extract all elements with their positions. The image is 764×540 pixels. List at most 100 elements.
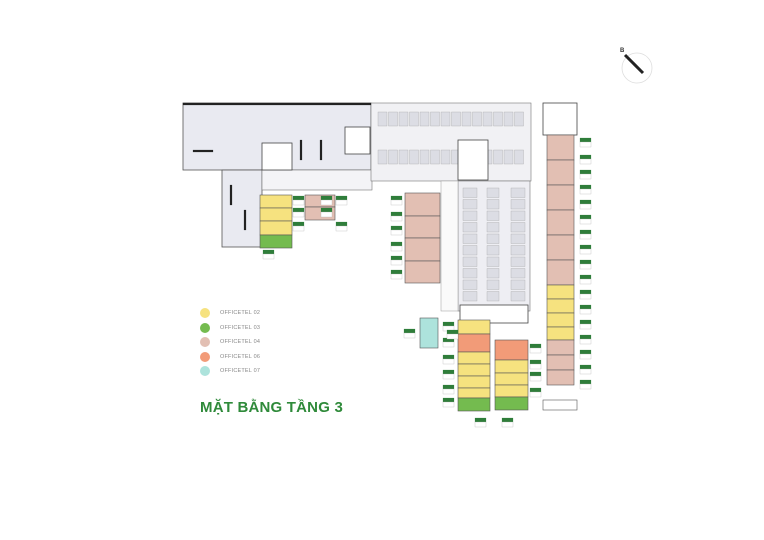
legend-item: OFFICETEL 04 <box>200 335 260 350</box>
unit-y <box>259 220 293 236</box>
unit-tag-box <box>292 199 305 206</box>
unit-tag <box>442 384 455 390</box>
unit-tag <box>579 229 592 235</box>
parking-stall <box>388 111 398 127</box>
unit-tag <box>390 195 403 201</box>
legend-label: OFFICETEL 03 <box>220 324 261 331</box>
unit-tag-box <box>474 421 487 428</box>
unit-tag <box>579 289 592 295</box>
legend-item: OFFICETEL 06 <box>200 350 260 365</box>
parking-stall <box>462 268 478 279</box>
parking-stall <box>398 111 409 127</box>
unit-tag <box>320 195 333 201</box>
unit-tag-box <box>579 141 592 148</box>
parking-stall <box>510 199 526 210</box>
parking-stall <box>510 279 526 290</box>
unit-tag-box <box>529 347 542 354</box>
unit-y <box>457 363 491 377</box>
unit-tag-box <box>579 338 592 345</box>
unit-g <box>457 397 491 412</box>
unit-tag-box <box>442 341 455 348</box>
unit-tag <box>442 354 455 360</box>
unit-y <box>546 326 575 341</box>
unit-tag <box>262 249 275 255</box>
unit-tag <box>442 321 455 327</box>
unit-tag-box <box>292 225 305 232</box>
unit-y <box>457 319 491 335</box>
parking-stall <box>514 149 524 165</box>
parking-stall <box>482 111 493 127</box>
unit-tag-box <box>579 353 592 360</box>
unit-tag-box <box>579 248 592 255</box>
parking-stall <box>462 291 478 302</box>
unit-tag-box <box>442 373 455 380</box>
unit-g <box>259 234 293 249</box>
compass-icon <box>621 52 653 84</box>
unit-tag-box <box>579 323 592 330</box>
parking-stall <box>451 111 461 127</box>
parking-stall <box>461 111 472 127</box>
unit-g <box>494 396 529 411</box>
unit-tag-box <box>390 245 403 252</box>
page-title: MẶT BẰNG TẦNG 3 <box>200 399 343 416</box>
unit-tag <box>403 328 416 334</box>
compass-label: B <box>620 48 625 54</box>
unit-y <box>259 207 293 222</box>
unit-tag <box>292 221 305 227</box>
unit-tag <box>320 207 333 213</box>
wall <box>243 209 247 231</box>
unit-tag <box>579 379 592 385</box>
unit-p <box>404 237 441 262</box>
unit-tag-box <box>501 421 514 428</box>
unit-o <box>494 339 529 361</box>
unit-tag <box>390 225 403 231</box>
stair-core <box>261 142 293 171</box>
legend-swatch <box>200 337 210 348</box>
parking-stall <box>430 111 440 127</box>
unit-tag-box <box>335 199 348 206</box>
stair-core <box>344 126 371 155</box>
legend-label: OFFICETEL 04 <box>220 339 261 346</box>
unit-y <box>494 372 529 386</box>
unit-tag-box <box>579 188 592 195</box>
unit-tag-box <box>579 383 592 390</box>
unit-y <box>546 284 575 300</box>
parking-stall <box>440 111 451 127</box>
ramp <box>440 180 459 312</box>
unit-tag-box <box>262 253 275 260</box>
unit-y <box>457 375 491 389</box>
parking-stall <box>462 233 478 244</box>
unit-y <box>457 351 491 365</box>
unit-tag <box>529 371 542 377</box>
unit-tag <box>390 255 403 261</box>
unit-tag-box <box>390 259 403 266</box>
parking-stall <box>462 187 478 198</box>
unit-c <box>419 317 439 349</box>
unit-p <box>546 134 575 161</box>
unit-tag-box <box>579 368 592 375</box>
unit-tag-box <box>390 215 403 222</box>
unit-tag <box>579 199 592 205</box>
unit-tag-box <box>529 375 542 382</box>
unit-tag <box>390 269 403 275</box>
parking-stall <box>486 222 500 233</box>
unit-tags <box>262 137 592 428</box>
unit-tag-box <box>579 233 592 240</box>
parking-stall <box>493 149 503 165</box>
unit-tag-box <box>442 388 455 395</box>
corridor <box>261 169 373 191</box>
unit-tag-box <box>442 401 455 408</box>
parking-stall <box>462 279 478 290</box>
parking-stall <box>510 222 526 233</box>
unit-p <box>404 260 441 284</box>
unit-p <box>404 192 441 217</box>
unit-tag <box>335 195 348 201</box>
unit-tag-box <box>320 199 333 206</box>
building-block <box>221 169 263 248</box>
parking-stall <box>510 268 526 279</box>
unit-tag <box>442 369 455 375</box>
parking-stall <box>503 149 514 165</box>
building-outline <box>182 102 578 411</box>
unit-tag <box>446 329 459 335</box>
legend: OFFICETEL 02 OFFICETEL 03 OFFICETEL 04 O… <box>200 306 260 379</box>
